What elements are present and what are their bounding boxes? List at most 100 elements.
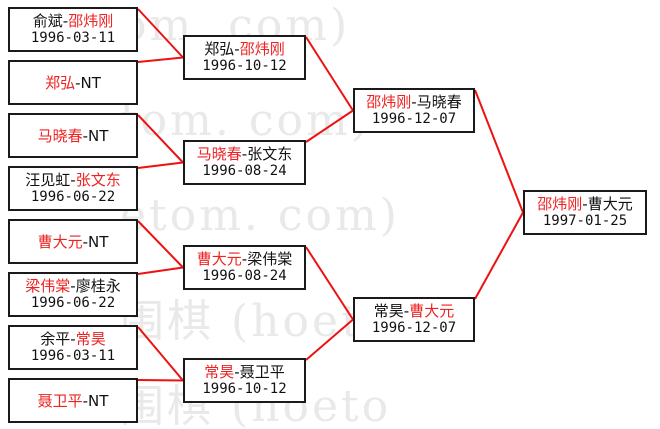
connector-line: [474, 212, 524, 300]
name-separator: -: [582, 195, 588, 213]
match-players: 邵炜刚-曹大元: [537, 195, 632, 213]
match-players: 曹大元-NT: [38, 233, 109, 251]
connector-line: [137, 56, 184, 63]
loser-name: 马晓春: [416, 93, 462, 111]
name-separator: -: [70, 330, 76, 348]
loser-name: NT: [80, 73, 101, 92]
connector-line: [305, 36, 354, 112]
winner-name: 邵炜刚: [68, 12, 114, 30]
watermark-line: tom. com): [120, 95, 371, 146]
match-node[interactable]: 马晓春-NT: [8, 113, 138, 158]
match-players: 梁伟棠-廖桂永: [25, 277, 120, 295]
name-separator: -: [403, 302, 410, 320]
match-date: 1996-10-12: [202, 58, 287, 74]
connector-line: [474, 89, 524, 213]
name-separator: -: [82, 126, 89, 145]
winner-name: 曹大元: [196, 250, 242, 268]
connector-line: [137, 379, 184, 382]
match-date: 1996-12-07: [371, 111, 457, 127]
match-players: 聂卫平-NT: [38, 392, 109, 410]
loser-name: 廖桂永: [75, 277, 121, 295]
match-date: 1996-03-11: [30, 348, 116, 364]
winner-name: 张文东: [75, 171, 121, 189]
winner-name: 马晓春: [37, 126, 83, 145]
loser-name: NT: [88, 232, 109, 251]
connector-line: [137, 326, 184, 382]
name-separator: -: [241, 145, 248, 163]
name-separator: -: [241, 250, 248, 268]
match-players: 常昊-曹大元: [374, 302, 454, 320]
loser-name: 聂卫平: [239, 363, 285, 381]
loser-name: 常昊: [373, 302, 404, 320]
loser-name: 汪见虹: [25, 171, 71, 189]
match-date: 1996-10-12: [202, 381, 287, 397]
match-date: 1996-12-07: [371, 320, 457, 336]
match-date: 1996-08-24: [202, 268, 287, 284]
match-date: 1996-03-11: [30, 30, 116, 46]
loser-name: 俞斌: [32, 12, 63, 30]
match-date: 1997-01-25: [542, 213, 628, 229]
winner-name: 邵炜刚: [366, 93, 412, 111]
name-separator: -: [411, 93, 417, 111]
winner-name: 马晓春: [196, 145, 242, 163]
match-node[interactable]: 曹大元-NT: [8, 219, 138, 264]
name-separator: -: [82, 232, 89, 251]
connector-line: [305, 318, 354, 361]
winner-name: 梁伟棠: [25, 277, 71, 295]
winner-name: 邵炜刚: [537, 195, 583, 213]
winner-name: 曹大元: [409, 302, 455, 320]
name-separator: -: [82, 391, 89, 410]
connector-line: [137, 266, 184, 275]
match-players: 汪见虹-张文东: [25, 171, 120, 189]
match-date: 1996-08-24: [202, 163, 287, 179]
connector-line: [137, 161, 184, 169]
winner-name: 邵炜刚: [239, 40, 285, 58]
match-players: 常昊-聂卫平: [204, 363, 284, 381]
loser-name: 余平: [40, 330, 71, 348]
match-date: 1996-06-22: [30, 189, 116, 205]
connector-line: [137, 220, 184, 269]
winner-name: 聂卫平: [37, 391, 83, 410]
loser-name: NT: [88, 391, 109, 410]
connector-line: [137, 114, 184, 164]
name-separator: -: [62, 12, 69, 30]
loser-name: 梁伟棠: [247, 250, 293, 268]
name-separator: -: [75, 73, 81, 92]
loser-name: 张文东: [247, 145, 293, 163]
winner-name: 常昊: [75, 330, 106, 348]
match-players: 俞斌-邵炜刚: [33, 12, 113, 30]
connector-line: [305, 109, 354, 143]
loser-name: 曹大元: [587, 195, 633, 213]
name-separator: -: [70, 171, 76, 189]
match-players: 马晓春-NT: [38, 127, 109, 145]
match-players: 邵炜刚-马晓春: [366, 93, 461, 111]
name-separator: -: [234, 40, 240, 58]
name-separator: -: [70, 277, 76, 295]
watermark-line: etom. com): [120, 190, 400, 241]
connector-line: [305, 246, 354, 321]
match-node[interactable]: 聂卫平-NT: [8, 378, 138, 423]
winner-name: 常昊: [204, 363, 235, 381]
match-date: 1996-06-22: [30, 295, 116, 311]
winner-name: 曹大元: [37, 232, 83, 251]
loser-name: NT: [88, 126, 109, 145]
match-players: 马晓春-张文东: [197, 145, 292, 163]
connector-line: [137, 8, 184, 59]
name-separator: -: [234, 363, 240, 381]
winner-name: 郑弘: [45, 73, 76, 92]
match-players: 曹大元-梁伟棠: [197, 250, 292, 268]
match-players: 郑弘-邵炜刚: [204, 40, 284, 58]
match-node[interactable]: 郑弘-NT: [8, 60, 138, 105]
